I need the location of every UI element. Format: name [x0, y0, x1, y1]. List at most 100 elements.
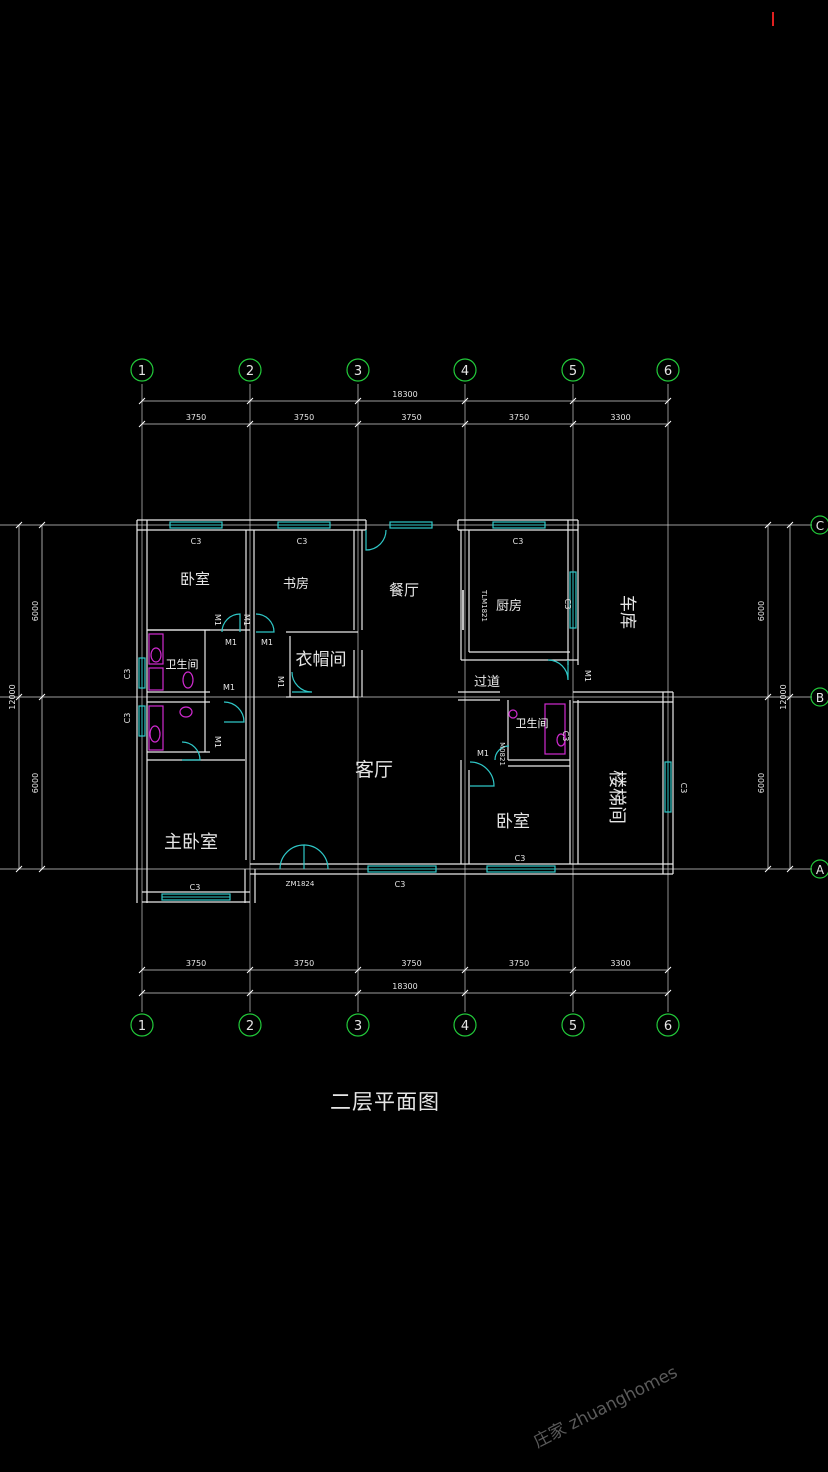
room-master: 主卧室	[164, 832, 218, 853]
dim-segment-right: 6000	[757, 601, 766, 621]
label-window-c3: C3	[123, 713, 132, 724]
dim-segment-top: 3750	[186, 413, 206, 422]
grid-bubble-right-B	[810, 687, 828, 707]
dim-tick	[15, 865, 23, 873]
drawing-title: 二层平面图	[330, 1090, 440, 1114]
wash-basin	[179, 706, 193, 718]
dim-tick	[786, 693, 794, 701]
dim-tick	[38, 521, 46, 529]
dim-tick	[664, 420, 672, 428]
room-garage: 车库	[617, 595, 637, 629]
dim-total-right: 12000	[779, 684, 788, 709]
dim-segment-bottom: 3300	[610, 959, 630, 968]
toilet	[182, 671, 194, 689]
bathtub	[148, 633, 164, 665]
dim-total-left: 12000	[8, 684, 17, 709]
label-door-m1: M1	[242, 614, 251, 626]
grid-label-bottom-5: 5	[569, 1019, 577, 1034]
dim-total-top: 18300	[392, 390, 417, 399]
dim-segment-right: 6000	[757, 773, 766, 793]
dim-tick	[569, 420, 577, 428]
grid-label-top-2: 2	[246, 364, 254, 379]
dim-tick	[38, 693, 46, 701]
label-door-m0821: M0821	[498, 742, 506, 766]
grid-label-bottom-3: 3	[354, 1019, 362, 1034]
dim-segment-bottom: 3750	[401, 959, 421, 968]
room-bedroom-nw: 卧室	[180, 570, 210, 588]
label-window-c3: C3	[561, 731, 570, 742]
grid-label-right-C: C	[816, 519, 824, 533]
label-door-m1: M1	[225, 638, 237, 647]
label-window-c3: C3	[191, 537, 202, 546]
dim-total-bottom: 18300	[392, 982, 417, 991]
dim-segment-left: 6000	[31, 601, 40, 621]
shower-tray	[544, 703, 566, 755]
label-door-m1: M1	[477, 749, 489, 758]
sanitary-fixtures	[148, 633, 566, 755]
room-living: 客厅	[355, 759, 393, 781]
label-window-c3: C3	[515, 854, 526, 863]
dim-tick	[138, 989, 146, 997]
dim-tick	[764, 521, 772, 529]
dim-tick	[786, 865, 794, 873]
toilet	[556, 733, 566, 747]
grid-bubble-right-C	[810, 515, 828, 535]
grid-label-right-A: A	[816, 863, 825, 877]
dim-tick	[764, 693, 772, 701]
label-door-m1: M1	[213, 614, 222, 626]
dim-tick	[354, 397, 362, 405]
door-main-right	[303, 844, 329, 870]
dim-tick	[461, 397, 469, 405]
grid-bubble-right-A	[810, 859, 828, 879]
dim-tick	[569, 397, 577, 405]
door-wardrobe	[291, 671, 313, 693]
door-bedroom-se	[469, 761, 495, 787]
door-garage	[547, 659, 569, 681]
dim-segment-bottom: 3750	[294, 959, 314, 968]
grid-label-bottom-2: 2	[246, 1019, 254, 1034]
room-dining: 餐厅	[389, 581, 419, 599]
dim-tick	[461, 989, 469, 997]
door-bedroom-nw	[221, 613, 241, 633]
room-bath-w: 卫生间	[166, 657, 199, 671]
grid-bubble-bottom-3	[346, 1013, 370, 1037]
wash-basin	[508, 709, 518, 719]
room-bedroom-se: 卧室	[496, 812, 530, 832]
dim-tick	[569, 989, 577, 997]
dim-tick	[664, 989, 672, 997]
grid-label-top-5: 5	[569, 364, 577, 379]
dim-tick	[664, 397, 672, 405]
grid-label-top-3: 3	[354, 364, 362, 379]
doors	[181, 529, 569, 870]
label-window-c3: C3	[513, 537, 524, 546]
grid-bubble-top-6	[656, 358, 680, 382]
dim-segment-top: 3750	[401, 413, 421, 422]
grid-label-top-6: 6	[664, 364, 672, 379]
room-wardrobe: 衣帽间	[296, 650, 347, 670]
dim-tick	[138, 420, 146, 428]
grid-label-bottom-4: 4	[461, 1019, 469, 1034]
grid-bubble-top-5	[561, 358, 585, 382]
dim-tick	[38, 865, 46, 873]
dim-segment-left: 6000	[31, 773, 40, 793]
grid-label-bottom-6: 6	[664, 1019, 672, 1034]
grid-bubble-bottom-2	[238, 1013, 262, 1037]
windows	[138, 521, 672, 901]
dim-tick	[664, 966, 672, 974]
label-door-m1: M1	[261, 638, 273, 647]
dim-tick	[354, 989, 362, 997]
room-kitchen: 厨房	[496, 598, 522, 614]
dim-tick	[138, 966, 146, 974]
dim-tick	[246, 989, 254, 997]
label-door-tlm1821: TLM1821	[480, 589, 488, 622]
room-bath-e: 卫生间	[516, 716, 549, 730]
door-master	[181, 741, 201, 761]
dim-tick	[15, 693, 23, 701]
door-main-left	[279, 844, 305, 870]
label-door-m1: M1	[276, 676, 285, 688]
dim-tick	[461, 420, 469, 428]
red-cursor-mark	[772, 12, 774, 26]
